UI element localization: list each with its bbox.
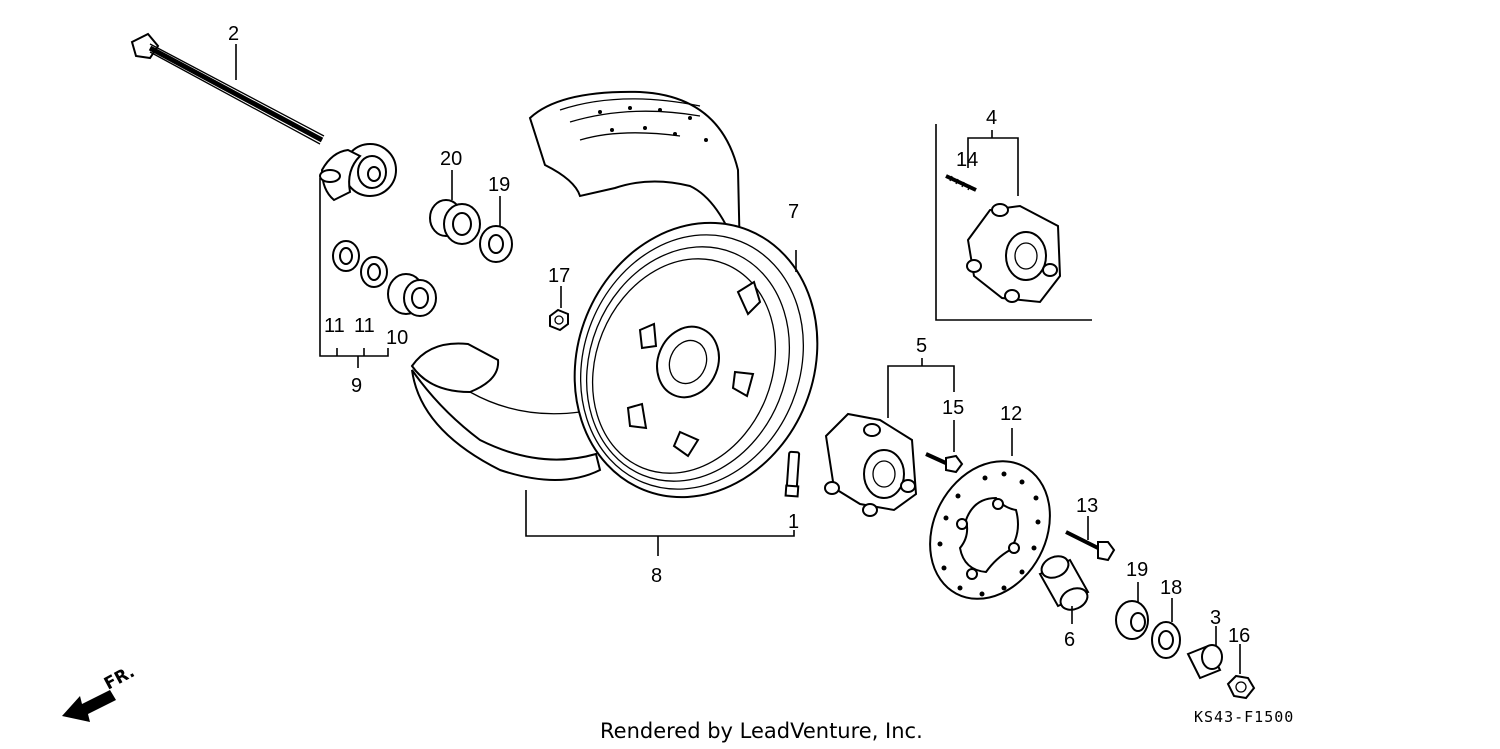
callout-5: 5 bbox=[916, 335, 927, 357]
callout-7: 7 bbox=[788, 201, 799, 223]
callout-6: 6 bbox=[1064, 629, 1075, 651]
callout-11b: 11 bbox=[354, 315, 375, 337]
nut-17[interactable] bbox=[549, 308, 569, 332]
callout-12: 12 bbox=[1000, 403, 1022, 425]
callout-13: 13 bbox=[1076, 495, 1098, 517]
stud-14[interactable] bbox=[945, 174, 977, 192]
callout-9: 9 bbox=[351, 375, 362, 397]
washer-11b[interactable] bbox=[360, 256, 388, 288]
bolt-13[interactable] bbox=[1065, 530, 1116, 562]
callout-1: 1 bbox=[788, 511, 799, 533]
collar-assembly[interactable] bbox=[319, 143, 397, 202]
tire[interactable] bbox=[410, 90, 741, 481]
seal-10[interactable] bbox=[387, 273, 437, 317]
diagram-code: KS43-F1500 bbox=[1194, 708, 1294, 726]
bolt-15[interactable] bbox=[925, 452, 964, 474]
arrow-icon bbox=[62, 690, 116, 722]
valve-1[interactable] bbox=[784, 450, 801, 498]
bracket-9 bbox=[319, 178, 389, 357]
credit-text: Rendered by LeadVenture, Inc. bbox=[600, 719, 923, 743]
callout-8: 8 bbox=[651, 565, 662, 587]
inset-frame bbox=[935, 124, 1092, 321]
hub-5[interactable] bbox=[824, 412, 918, 517]
callout-16: 16 bbox=[1228, 625, 1250, 647]
callout-19b: 19 bbox=[1126, 559, 1148, 581]
axle-bolt[interactable] bbox=[130, 32, 325, 145]
collar-3[interactable] bbox=[1186, 644, 1223, 680]
callout-20: 20 bbox=[440, 148, 462, 170]
bracket-5 bbox=[887, 365, 955, 418]
bracket-4 bbox=[967, 137, 1019, 196]
callout-4: 4 bbox=[986, 107, 997, 129]
callout-18: 18 bbox=[1160, 577, 1182, 599]
bearing-19b[interactable] bbox=[1115, 600, 1149, 640]
callout-19a: 19 bbox=[488, 174, 510, 196]
washer-11a[interactable] bbox=[332, 240, 360, 272]
spacer-6[interactable] bbox=[1038, 552, 1091, 614]
dust-seal-20[interactable] bbox=[429, 199, 481, 245]
nut-16[interactable] bbox=[1226, 674, 1256, 700]
callout-10: 10 bbox=[386, 327, 408, 349]
callout-3: 3 bbox=[1210, 607, 1221, 629]
wheel-rim-7[interactable] bbox=[534, 186, 858, 534]
brake-disc-12[interactable] bbox=[907, 440, 1073, 620]
front-direction-arrow: FR. bbox=[62, 662, 138, 722]
callout-15: 15 bbox=[942, 397, 964, 419]
callout-11a: 11 bbox=[324, 315, 345, 337]
bracket-8 bbox=[525, 490, 795, 537]
callout-17: 17 bbox=[548, 265, 570, 287]
bearing-19a[interactable] bbox=[479, 225, 513, 263]
hub-4[interactable] bbox=[966, 203, 1062, 304]
direction-label: FR. bbox=[101, 662, 138, 694]
seal-18[interactable] bbox=[1151, 621, 1181, 659]
callout-2: 2 bbox=[228, 23, 239, 45]
callout-14: 14 bbox=[956, 149, 978, 171]
